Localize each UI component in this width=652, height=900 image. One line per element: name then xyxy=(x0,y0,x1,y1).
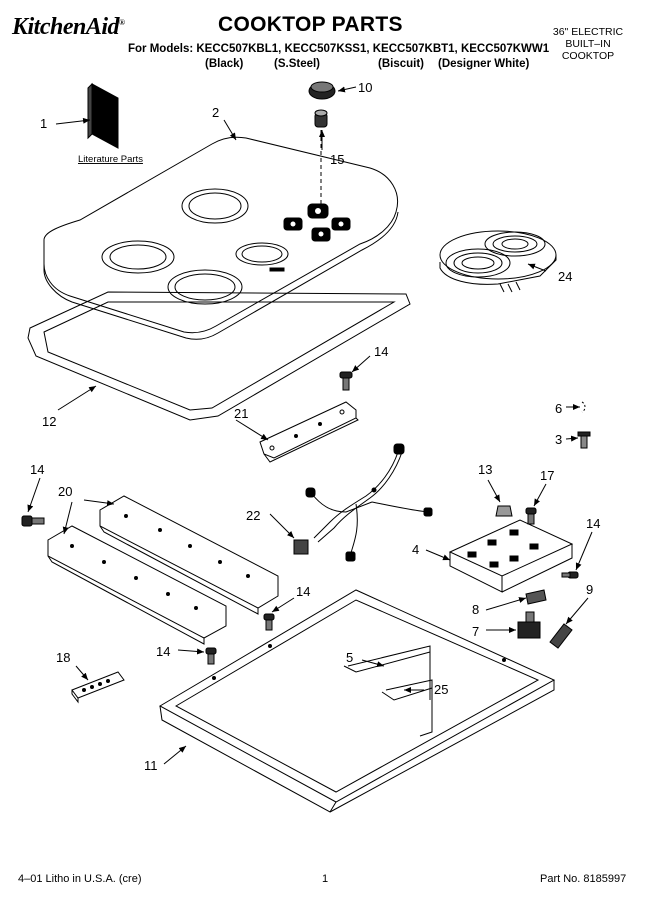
brand-mark: ® xyxy=(119,18,125,27)
radiant-element-icon xyxy=(439,230,557,293)
screw-14a-icon xyxy=(339,371,353,391)
screw-14b-icon xyxy=(21,515,45,527)
callout-20: 20 xyxy=(58,484,72,499)
literature-booklet-icon xyxy=(87,82,119,149)
callout-21: 21 xyxy=(234,406,248,421)
brand-name: KitchenAid xyxy=(12,14,120,40)
callout-8: 8 xyxy=(472,602,479,617)
cooktop-gasket-icon xyxy=(27,291,411,421)
callout-12: 12 xyxy=(42,414,56,429)
models-line: For Models: KECC507KBL1, KECC507KSS1, KE… xyxy=(128,43,550,55)
callout-1: 1 xyxy=(40,116,47,131)
litho-note: 4–01 Litho in U.S.A. (cre) xyxy=(18,873,142,885)
relay-bracket-icon xyxy=(448,519,574,593)
screw-14e-icon xyxy=(205,647,217,665)
screw-14d-icon xyxy=(263,613,275,631)
finish-steel: (S.Steel) xyxy=(274,58,321,70)
callout-3: 3 xyxy=(555,432,562,447)
finish-biscuit: (Biscuit) xyxy=(378,58,424,70)
callout-leaders xyxy=(27,86,593,765)
side-bracket-front-icon xyxy=(47,525,227,645)
product-line-3: COOKTOP xyxy=(561,50,615,62)
fuse-icon xyxy=(549,623,573,649)
page-number: 1 xyxy=(322,873,329,885)
mounting-bracket-icon xyxy=(259,401,359,463)
product-line-2: BUILT–IN xyxy=(565,38,611,50)
product-line-1: 36" ELECTRIC xyxy=(552,26,624,38)
part-number: Part No. 8185997 xyxy=(540,873,627,885)
callout-10: 10 xyxy=(358,80,372,95)
control-knob-icon xyxy=(308,81,336,100)
finish-black: (Black) xyxy=(205,58,244,70)
callout-9: 9 xyxy=(586,582,593,597)
callout-17: 17 xyxy=(540,468,554,483)
callout-2: 2 xyxy=(212,105,219,120)
side-bracket-rear-icon xyxy=(99,495,279,615)
callout-13: 13 xyxy=(478,462,492,477)
screw-icon xyxy=(577,431,591,449)
callout-24: 24 xyxy=(558,269,572,284)
callout-numbers: 1 2 10 15 24 12 14 21 6 3 22 13 17 4 14 … xyxy=(30,80,600,773)
screw-17-icon xyxy=(525,507,537,525)
finish-white: (Designer White) xyxy=(438,58,530,70)
relay-icon xyxy=(517,611,541,639)
brand-logo: KitchenAid® xyxy=(12,14,125,41)
product-type: 36" ELECTRIC BUILT–IN COOKTOP xyxy=(548,26,628,62)
callout-14d: 14 xyxy=(296,584,310,599)
base-pan-icon xyxy=(158,589,556,813)
clip-icon xyxy=(581,401,586,413)
relay-clip-icon xyxy=(525,589,547,605)
screw-14c-icon xyxy=(561,571,579,579)
literature-parts-label: Literature Parts xyxy=(78,154,143,165)
callout-22: 22 xyxy=(246,508,260,523)
terminal-block-icon xyxy=(71,671,125,704)
callout-6: 6 xyxy=(555,401,562,416)
callout-5: 5 xyxy=(346,650,353,665)
callout-11: 11 xyxy=(144,758,158,773)
callout-14a: 14 xyxy=(374,344,388,359)
callout-15: 15 xyxy=(330,152,344,167)
callout-14b: 14 xyxy=(30,462,44,477)
nut-icon xyxy=(495,505,513,517)
callout-14e: 14 xyxy=(156,644,170,659)
wire-harness-icon xyxy=(293,443,433,562)
callout-14c: 14 xyxy=(586,516,600,531)
glass-cooktop-icon xyxy=(43,136,399,340)
callout-4: 4 xyxy=(412,542,419,557)
page-title: COOKTOP PARTS xyxy=(218,13,403,36)
callout-25: 25 xyxy=(434,682,448,697)
knob-spring-icon xyxy=(314,109,328,128)
callout-7: 7 xyxy=(472,624,479,639)
callout-18: 18 xyxy=(56,650,70,665)
